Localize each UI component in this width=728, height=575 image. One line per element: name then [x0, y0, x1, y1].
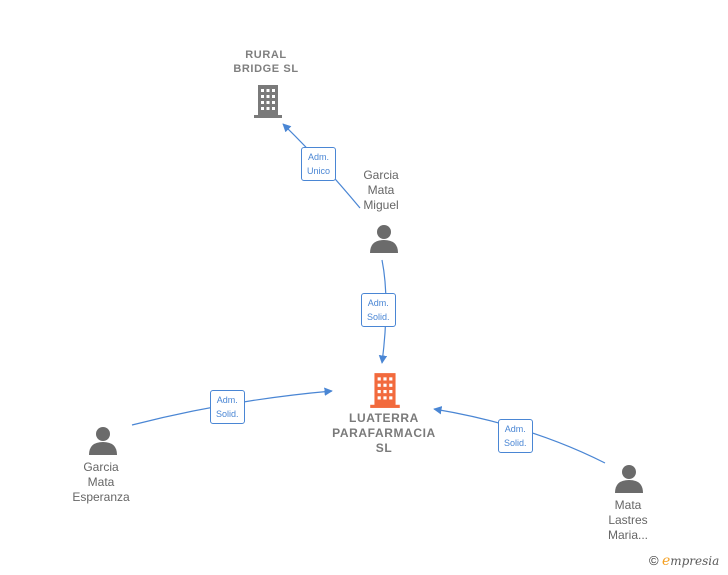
edge-label-miguel-luaterra[interactable]: Adm. Solid.	[361, 293, 396, 327]
edge-label-maria-luaterra[interactable]: Adm. Solid.	[498, 419, 533, 453]
brand-logo-text: mpresia	[670, 554, 720, 568]
node-label-garcia-miguel: Garcia Mata Miguel	[363, 168, 399, 212]
edge-label-esperanza-luaterra[interactable]: Adm. Solid.	[210, 390, 245, 424]
person-icon[interactable]	[613, 463, 645, 493]
node-label-mata-maria: Mata Lastres Maria...	[607, 498, 648, 542]
edge-label-miguel-rural[interactable]: Adm. Unico	[301, 147, 337, 181]
copyright-symbol: ©	[649, 553, 659, 568]
building-icon[interactable]	[368, 371, 402, 409]
brand-logo-e: e	[661, 553, 671, 569]
person-icon[interactable]	[87, 425, 119, 455]
node-label-rural-bridge: RURAL BRIDGE SL	[233, 49, 299, 75]
node-label-garcia-esperanza: Garcia Mata Esperanza	[72, 460, 130, 504]
person-icon[interactable]	[368, 223, 400, 253]
brand-logo: © empresia	[649, 553, 719, 569]
building-icon[interactable]	[252, 83, 284, 119]
node-label-luaterra: LUATERRA PARAFARMACIA SL	[332, 411, 436, 455]
